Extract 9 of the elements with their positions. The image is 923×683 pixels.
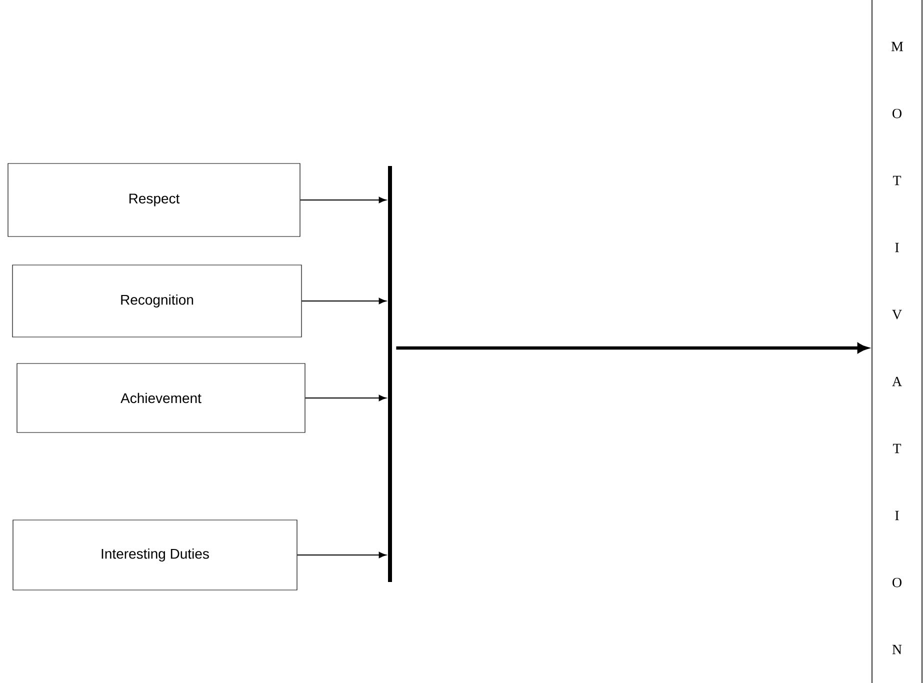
factor-box: Recognition <box>12 264 302 338</box>
factor-box: Interesting Duties <box>12 520 298 590</box>
arrow <box>296 552 386 558</box>
factor-box: Achievement <box>16 363 306 433</box>
arrow <box>301 298 386 304</box>
word-column-box: M O T I V A T I O N <box>872 0 922 683</box>
arrow <box>300 196 386 204</box>
arrow <box>304 394 386 402</box>
factor-box: Respect <box>8 163 300 237</box>
